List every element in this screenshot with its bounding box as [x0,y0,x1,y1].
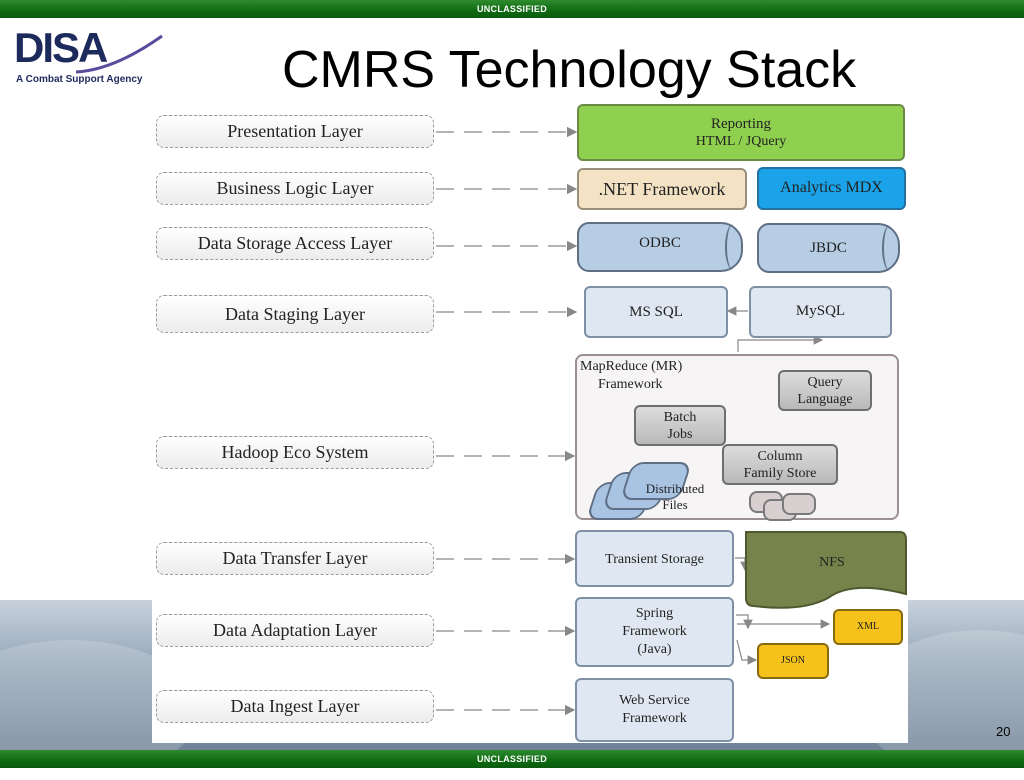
layer-data-transfer: Data Transfer Layer [156,542,434,575]
layer-data-staging: Data Staging Layer [156,295,434,333]
analytics-mdx-box: Analytics MDX [757,167,906,210]
logo-swoosh-icon [75,34,163,74]
column-line2: Family Store [743,465,817,481]
column-line1: Column [757,448,803,464]
logo-wordmark: DISA [14,24,108,71]
odbc-cylinder: ODBC [577,222,743,272]
classification-banner-top: UNCLASSIFIED [0,0,1024,18]
odbc-cylinder-end [725,224,741,270]
mysql-box: MySQL [749,286,892,338]
mapreduce-label: MapReduce (MR) Framework [580,358,704,396]
spring-framework-box: Spring Framework (Java) [575,597,734,667]
distributed-files-label: Distributed Files [635,480,715,514]
layer-data-adaptation: Data Adaptation Layer [156,614,434,647]
layer-business-logic: Business Logic Layer [156,172,434,205]
webservice-line2: Framework [622,711,687,726]
logo-tagline: A Combat Support Agency [16,74,143,85]
nfs-label: NFS [819,555,845,570]
nfs-shape [745,531,907,609]
webservice-line1: Web Service [619,693,690,708]
disa-logo: DISA A Combat Support Agency [14,26,164,90]
reporting-title: Reporting [711,115,771,132]
mssql-box: MS SQL [584,286,728,338]
layer-hadoop-eco-system: Hadoop Eco System [156,436,434,469]
reporting-box: Reporting HTML / JQuery [577,104,905,161]
batch-line2: Jobs [667,426,693,442]
classification-banner-bottom: UNCLASSIFIED [0,750,1024,768]
jbdc-cylinder: JBDC [757,223,900,273]
json-file-cylinder: JSON [757,643,829,679]
layer-presentation: Presentation Layer [156,115,434,148]
query-language-cylinder: Query Language [778,370,872,411]
batch-jobs-cylinder: Batch Jobs [634,405,726,446]
spring-line1: Spring [635,606,674,621]
layer-data-ingest: Data Ingest Layer [156,690,434,723]
jbdc-cylinder-end [882,225,898,271]
mapreduce-line1: MapReduce (MR) [580,359,683,374]
web-service-framework-box: Web Service Framework [575,678,734,742]
technology-stack-diagram: Presentation Layer Business Logic Layer … [152,100,908,743]
slide-title: CMRS Technology Stack [282,41,857,99]
column-family-store-cylinder: Column Family Store [722,444,838,485]
dotnet-framework-box: ​.NET Framework [577,168,747,210]
spring-line3: (Java) [637,642,672,657]
data-node-3-icon [782,493,816,515]
query-line1: Query [807,374,843,390]
distributed-line2: Files [662,497,688,512]
batch-line1: Batch [663,409,697,425]
reporting-tech: HTML / JQuery [695,133,787,149]
transient-storage-box: Transient Storage [575,530,734,587]
spring-line2: Framework [622,624,687,639]
mapreduce-line2: Framework [598,377,663,392]
query-line2: Language [797,391,853,407]
page-number: 20 [996,724,1011,739]
distributed-line1: Distributed [645,481,705,496]
layer-data-storage-access: Data Storage Access Layer [156,227,434,260]
xml-file-cylinder: XML [833,609,903,645]
